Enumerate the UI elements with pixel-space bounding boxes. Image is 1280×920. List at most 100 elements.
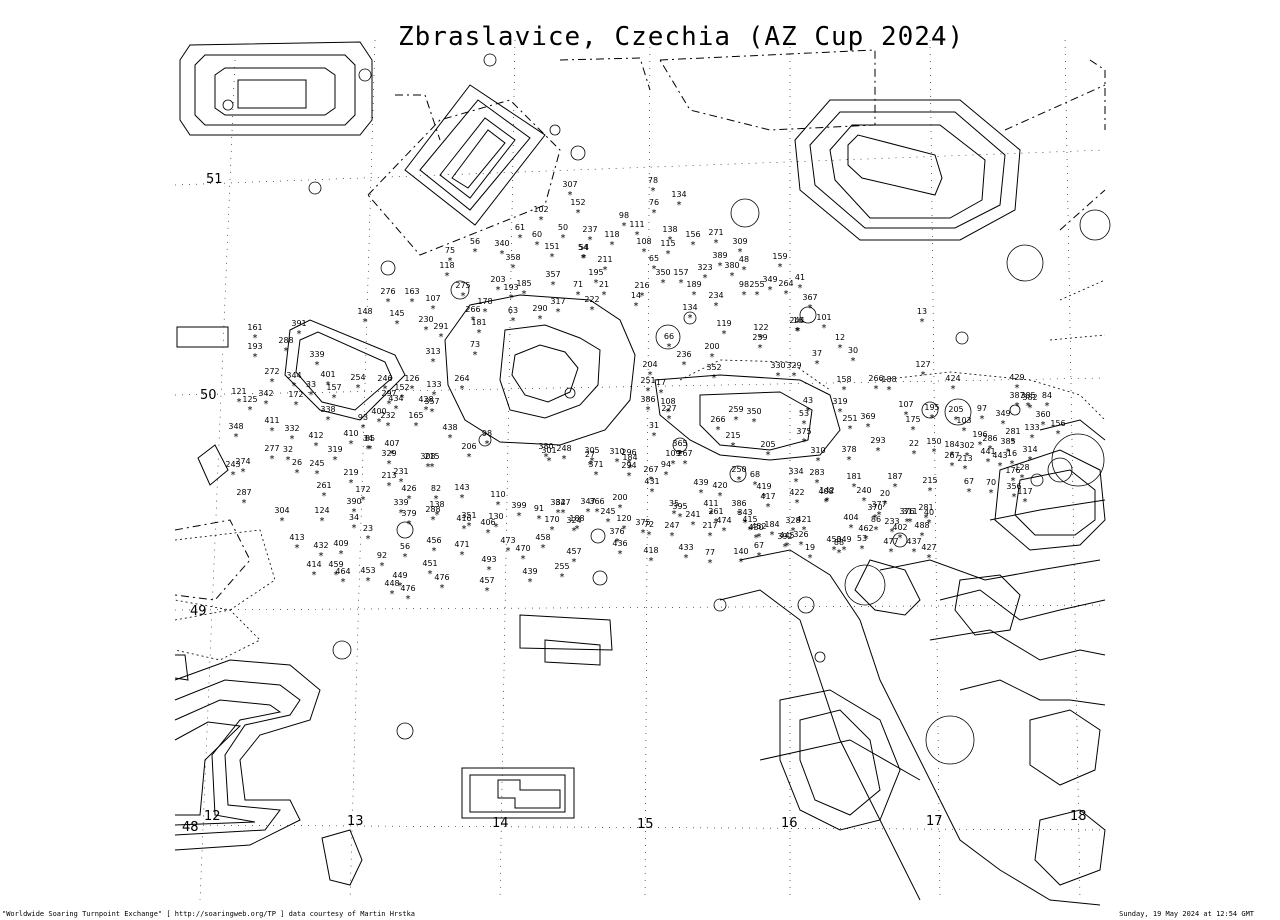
turnpoint-marker: * [1011, 437, 1016, 448]
turnpoint-marker: * [815, 359, 820, 370]
turnpoint: 307* [562, 180, 577, 201]
turnpoint-marker: * [610, 240, 615, 251]
turnpoint-label: 122 [753, 323, 768, 332]
turnpoint-label: 293 [870, 436, 885, 445]
turnpoint: 275* [455, 281, 470, 302]
turnpoint: 16* [1007, 449, 1017, 470]
turnpoint-label: 66 [664, 332, 674, 341]
turnpoint: 328* [785, 516, 800, 537]
turnpoint: 339* [393, 498, 408, 519]
turnpoint: 156* [1050, 419, 1065, 440]
turnpoint-label: 101 [816, 313, 831, 322]
turnpoint: 385* [1000, 437, 1015, 458]
turnpoint-marker: * [399, 508, 404, 519]
turnpoint-marker: * [652, 208, 657, 219]
turnpoint-marker: * [755, 290, 760, 301]
turnpoint-marker: * [380, 561, 385, 572]
turnpoint: 230* [418, 315, 433, 336]
turnpoint-marker: * [606, 517, 611, 528]
turnpoint-marker: * [431, 515, 436, 526]
turnpoint-label: 16 [793, 316, 803, 325]
turnpoint-label: 188 [569, 514, 584, 523]
turnpoint-marker: * [395, 319, 400, 330]
turnpoint-marker: * [394, 404, 399, 415]
turnpoint-marker: * [366, 534, 371, 545]
turnpoint-marker: * [742, 265, 747, 276]
turnpoint-marker: * [1012, 492, 1017, 503]
turnpoint-marker: * [315, 360, 320, 371]
turnpoint: 413* [289, 533, 304, 554]
turnpoint: 85* [365, 434, 375, 455]
turnpoint-marker: * [667, 342, 672, 353]
turnpoint-marker: * [270, 377, 275, 388]
turnpoint-label: 85 [365, 434, 375, 443]
turnpoint-label: 97 [977, 404, 987, 413]
danger-areas [174, 279, 1106, 661]
turnpoint-label: 246 [377, 374, 392, 383]
turnpoint-label: 133 [1024, 423, 1039, 432]
turnpoint-label: 329 [381, 449, 396, 458]
turnpoint: 360* [1035, 410, 1050, 431]
turnpoint-label: 286 [982, 434, 997, 443]
turnpoint: 102* [533, 205, 548, 226]
turnpoint: 33* [306, 380, 316, 401]
turnpoint-marker: * [572, 557, 577, 568]
turnpoint-label: 413 [289, 533, 304, 542]
turnpoint: 159* [772, 252, 787, 273]
turnpoint-marker: * [477, 328, 482, 339]
turnpoint-label: 434 [388, 394, 403, 403]
turnpoint-label: 254 [350, 373, 365, 382]
turnpoint-label: 432 [313, 541, 328, 550]
turnpoint-marker: * [737, 509, 742, 520]
turnpoint-label: 399 [511, 501, 526, 510]
turnpoint-marker: * [290, 434, 295, 445]
turnpoint-marker: * [965, 451, 970, 462]
turnpoint-marker: * [759, 333, 764, 344]
turnpoint-marker: * [517, 511, 522, 522]
turnpoint-marker: * [757, 532, 762, 543]
turnpoint-label: 118 [439, 261, 454, 270]
turnpoint-marker: * [295, 468, 300, 479]
turnpoint: 344* [286, 371, 301, 392]
turnpoint-marker: * [921, 370, 926, 381]
turnpoint: 65* [649, 254, 659, 275]
turnpoint-label: 119 [716, 319, 731, 328]
turnpoint: 234* [708, 291, 723, 312]
turnpoint-label: 339 [393, 498, 408, 507]
turnpoint-label: 237 [582, 225, 597, 234]
turnpoint-label: 350 [655, 268, 670, 277]
turnpoint-marker: * [332, 393, 337, 404]
turnpoint-marker: * [762, 492, 767, 503]
turnpoint-marker: * [562, 454, 567, 465]
turnpoint: 53* [857, 534, 867, 555]
turnpoint: 40* [924, 508, 934, 529]
turnpoint-label: 125 [242, 395, 257, 404]
turnpoint-marker: * [309, 390, 314, 401]
turnpoint: 17* [656, 378, 666, 399]
turnpoint-marker: * [874, 525, 879, 536]
turnpoint-marker: * [1023, 497, 1028, 508]
turnpoint-label: 431 [644, 477, 659, 486]
turnpoint-marker: * [460, 493, 465, 504]
turnpoint: 349* [995, 409, 1010, 430]
turnpoint-marker: * [400, 393, 405, 404]
turnpoint: 281* [918, 503, 933, 524]
turnpoint: 264* [778, 279, 793, 300]
turnpoint-label: 152 [394, 383, 409, 392]
turnpoint: 261* [708, 507, 723, 528]
turnpoint: 195* [588, 268, 603, 289]
turnpoint-label: 470 [515, 544, 530, 553]
turnpoint: 255* [554, 562, 569, 583]
turnpoint-marker: * [802, 525, 807, 536]
turnpoint-marker: * [924, 513, 929, 524]
turnpoint-marker: * [684, 553, 689, 564]
turnpoint-label: 227 [661, 404, 676, 413]
turnpoint-label: 178 [477, 297, 492, 306]
turnpoint: 233* [884, 517, 899, 538]
turnpoint-marker: * [550, 525, 555, 536]
turnpoint-label: 23 [363, 524, 373, 533]
turnpoint-marker: * [754, 533, 759, 544]
turnpoint-label: 385 [1020, 391, 1035, 400]
turnpoint: 349* [762, 275, 777, 296]
